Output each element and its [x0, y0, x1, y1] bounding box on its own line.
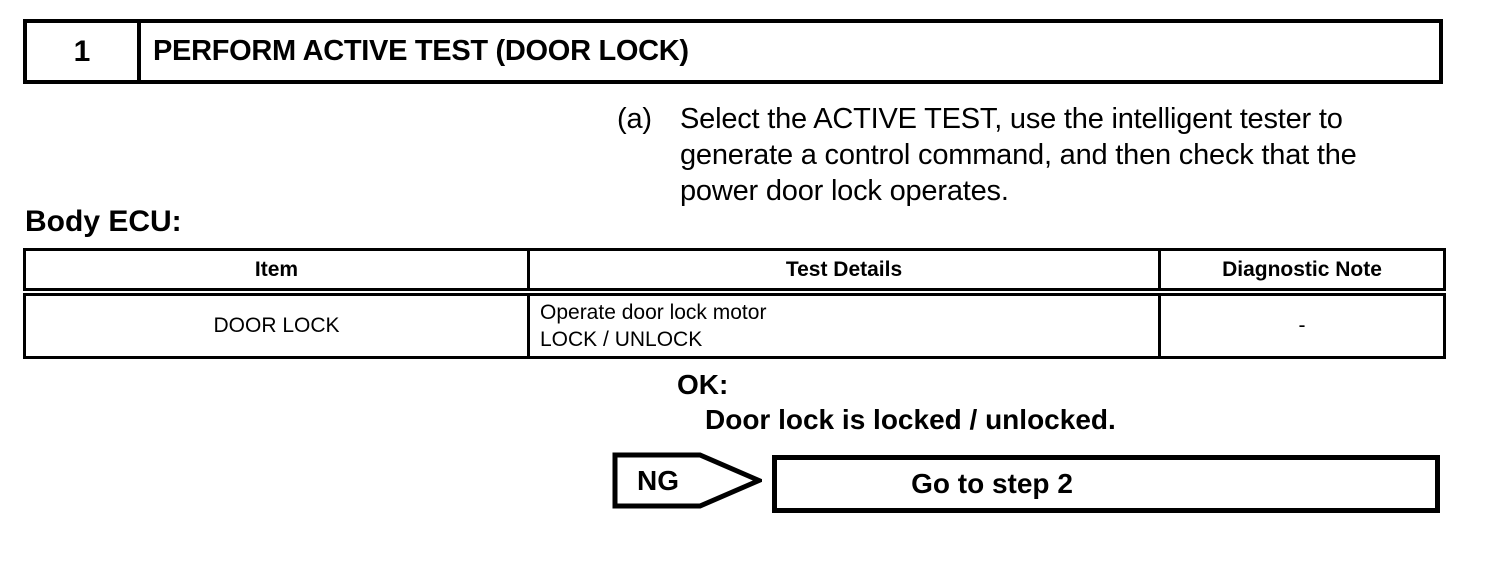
item-cell: DOOR LOCK [23, 290, 530, 359]
active-test-table: Item Test Details Diagnostic Note DOOR L… [23, 248, 1446, 359]
column-header-diagnostic-note: Diagnostic Note [1158, 248, 1446, 296]
test-details-line: LOCK / UNLOCK [540, 328, 703, 351]
ng-flag: NG [612, 452, 762, 509]
ng-label: NG [637, 464, 679, 496]
ok-condition: Door lock is locked / unlocked. [705, 404, 1116, 435]
step-header: 1 PERFORM ACTIVE TEST (DOOR LOCK) [23, 19, 1443, 84]
ng-action-label: Go to step 2 [911, 468, 1073, 499]
ng-arrow-shape [612, 452, 762, 509]
step-number: 1 [27, 23, 141, 80]
ng-action-box: Go to step 2 [772, 455, 1440, 513]
test-details-line: Operate door lock motor [540, 301, 767, 324]
instruction-line: power door lock operates. [680, 175, 1009, 207]
instruction-marker: (a) [617, 103, 652, 135]
instruction-text: Select the ACTIVE TEST, use the intellig… [680, 101, 1357, 209]
ok-label: OK: [677, 369, 729, 400]
column-header-item: Item [23, 248, 530, 296]
table-row: DOOR LOCK Operate door lock motor LOCK /… [23, 290, 1446, 359]
table-caption: Body ECU: [25, 205, 182, 238]
instruction-line: generate a control command, and then che… [680, 139, 1357, 171]
instruction-line: Select the ACTIVE TEST, use the intellig… [680, 103, 1343, 135]
test-details-cell: Operate door lock motor LOCK / UNLOCK [527, 290, 1161, 359]
diagnostic-note-cell: - [1158, 290, 1446, 359]
column-header-test-details: Test Details [527, 248, 1161, 296]
instruction-paragraph: (a) Select the ACTIVE TEST, use the inte… [617, 101, 1357, 209]
step-title: PERFORM ACTIVE TEST (DOOR LOCK) [153, 35, 689, 67]
table-header-row: Item Test Details Diagnostic Note [23, 248, 1446, 296]
